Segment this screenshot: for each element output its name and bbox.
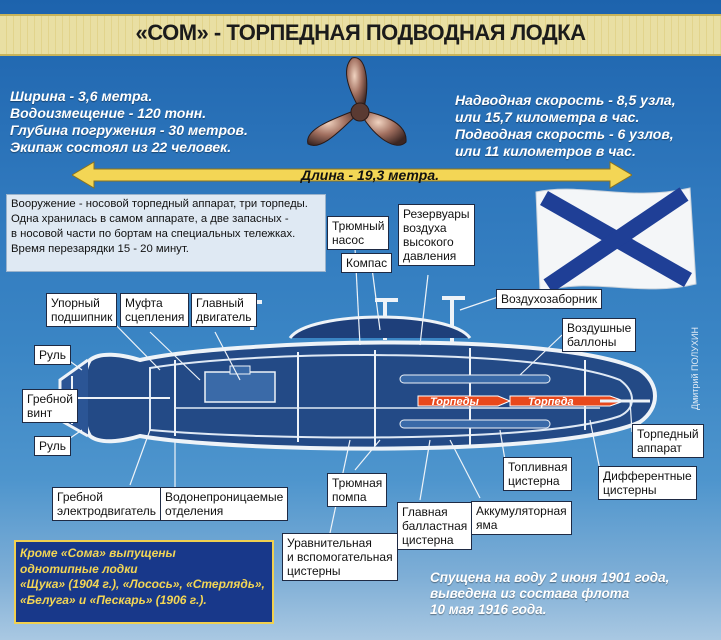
label-air-reservoirs: Резервуары воздуха высокого давления [398, 204, 475, 266]
label-trim-tanks: Дифферентные цистерны [598, 466, 697, 500]
spec-displacement: Водоизмещение - 120 тонн. [10, 105, 207, 121]
spec-crew: Экипаж состоял из 22 человек. [10, 139, 232, 155]
page-title: «СОМ» - ТОРПЕДНАЯ ПОДВОДНАЯ ЛОДКА [135, 20, 586, 45]
label-main-ballast: Главная балластная цистерна [397, 502, 473, 550]
label-equalizing-tanks: Уравнительная и вспомогательная цистерны [282, 533, 398, 581]
label-fuel-tank: Топливная цистерна [503, 457, 573, 491]
label-electric-motor: Гребной электродвигатель [52, 487, 161, 521]
length-arrow [72, 161, 632, 189]
service-dates: Спущена на воду 2 июня 1901 года, выведе… [430, 570, 670, 617]
propeller-illustration [307, 57, 407, 146]
torpedo-label: Торпеда [528, 396, 574, 408]
armament-line: Время перезарядки 15 - 20 минут. [11, 243, 189, 255]
author-credit: Дмитрий ПОЛУХИН [690, 327, 700, 410]
naval-ensign-flag [535, 187, 697, 293]
specs-left: Ширина - 3,6 метра. Водоизмещение - 120 … [10, 88, 248, 156]
spec-depth: Глубина погружения - 30 метров. [10, 122, 248, 138]
label-main-engine: Главный двигатель [191, 293, 257, 327]
armament-panel [6, 194, 326, 272]
label-air-intake: Воздухозаборник [496, 289, 603, 309]
torpedo-label: Торпеды [430, 396, 480, 408]
armament-line: в носовой части по бортам на специальных… [11, 228, 296, 240]
spec-width: Ширина - 3,6 метра. [10, 88, 153, 104]
spec-surface-speed-km: или 15,7 километра в час. [455, 109, 640, 125]
title-band [0, 14, 721, 56]
label-bilge-pump-top: Трюмный насос [327, 216, 390, 250]
label-rudder-top: Руль [34, 345, 71, 365]
label-propeller: Гребной винт [22, 389, 78, 423]
label-air-cylinders: Воздушные баллоны [562, 318, 637, 352]
length-label: Длина - 19,3 метра. [300, 167, 439, 183]
spec-submerged-speed: Подводная скорость - 6 узлов, [455, 126, 674, 142]
label-bilge-pump-bottom: Трюмная помпа [327, 473, 388, 507]
armament-line: Одна хранилась в самом аппарате, а две з… [11, 213, 289, 225]
label-thrust-bearing: Упорный подшипник [46, 293, 118, 327]
specs-right: Надводная скорость - 8,5 узла, или 15,7 … [455, 92, 676, 160]
label-compass: Компас [341, 253, 393, 273]
label-rudder-bottom: Руль [34, 436, 71, 456]
label-clutch: Муфта сцепления [120, 293, 190, 327]
armament-line: Вооружение - носовой торпедный аппарат, … [11, 198, 308, 210]
armament-text: Вооружение - носовой торпедный аппарат, … [11, 197, 323, 257]
spec-submerged-speed-km: или 11 километров в час. [455, 143, 636, 159]
label-torpedo-tube: Торпедный аппарат [632, 424, 704, 458]
spec-surface-speed: Надводная скорость - 8,5 узла, [455, 92, 676, 108]
sister-ships-panel [14, 540, 274, 624]
label-bulkheads: Водонепроницаемые отделения [160, 487, 289, 521]
sister-ships-text: Кроме «Сома» выпущены однотипные лодки «… [20, 546, 265, 607]
label-battery-pit: Аккумуляторная яма [471, 501, 572, 535]
